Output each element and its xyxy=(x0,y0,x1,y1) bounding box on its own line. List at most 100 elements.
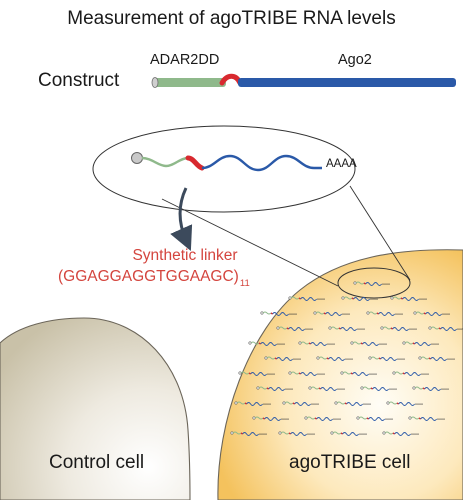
small-transcript-ago2 xyxy=(352,372,369,376)
small-transcript: AAAA xyxy=(350,341,387,346)
small-transcript-linker xyxy=(338,327,341,330)
small-transcript-adar xyxy=(410,416,420,420)
small-transcript-adar xyxy=(394,371,404,375)
small-transcript-adar xyxy=(310,386,320,390)
small-transcript: AAAA xyxy=(238,371,275,376)
small-transcript-ago2 xyxy=(294,402,311,406)
small-transcript: AAAA xyxy=(368,356,405,361)
ago2-domain xyxy=(238,78,456,87)
small-transcript: AAAA xyxy=(248,341,285,346)
small-transcript-ago2 xyxy=(288,327,305,331)
small-transcript-linker xyxy=(308,342,311,345)
small-transcript-polya: AAAA xyxy=(357,327,365,331)
small-transcript-adar xyxy=(300,341,310,345)
small-transcript-linker xyxy=(360,342,363,345)
small-transcript-ago2 xyxy=(392,327,409,331)
small-transcript: AAAA xyxy=(360,386,397,391)
small-transcript-ago2 xyxy=(430,357,447,361)
small-transcript-polya: AAAA xyxy=(293,357,301,361)
small-transcript-adar xyxy=(330,326,340,330)
small-transcript-ago2 xyxy=(353,297,370,301)
small-transcript-ago2 xyxy=(425,312,442,316)
small-transcript-ago2 xyxy=(346,402,363,406)
small-transcript-cap xyxy=(390,296,394,300)
adar2dd-label: ADAR2DD xyxy=(150,52,220,68)
small-transcript-linker xyxy=(270,312,273,315)
small-transcript: AAAA xyxy=(313,311,350,316)
transcript-linker-part xyxy=(185,155,205,171)
small-transcript-cap xyxy=(334,401,338,405)
small-transcript: AAAA xyxy=(298,341,335,346)
small-transcript-cap xyxy=(418,356,422,360)
small-transcript-adar xyxy=(415,311,425,315)
small-transcript-adar xyxy=(420,356,430,360)
small-transcript-polya: AAAA xyxy=(345,357,353,361)
small-transcript-adar xyxy=(404,341,414,345)
zoom-source-ellipse xyxy=(337,267,411,299)
small-transcript: AAAA xyxy=(392,371,429,376)
small-transcript-ago2 xyxy=(362,342,379,346)
figure-title: Measurement of agoTRIBE RNA levels xyxy=(67,8,396,29)
small-transcript: AAAA xyxy=(282,401,319,406)
construct-start-cap xyxy=(151,77,159,88)
small-transcript-polya: AAAA xyxy=(382,282,390,286)
zoom-ellipse xyxy=(92,125,356,213)
linker-sequence: (GGAGGAGGTGGAAGC)11 xyxy=(58,268,250,289)
small-transcript-ago2 xyxy=(402,297,419,301)
small-transcript-linker xyxy=(244,402,247,405)
small-transcript-ago2 xyxy=(242,432,259,436)
small-transcript-adar xyxy=(384,431,394,435)
small-transcript-ago2 xyxy=(342,432,359,436)
small-transcript: AAAA xyxy=(408,416,445,421)
small-transcript-polya: AAAA xyxy=(411,432,419,436)
small-transcript-adar xyxy=(284,401,294,405)
small-transcript: AAAA xyxy=(341,296,378,301)
small-transcript-ago2 xyxy=(268,387,285,391)
agotribe-cell-label: agoTRIBE cell xyxy=(289,452,411,473)
transcript-adar-part xyxy=(141,156,189,168)
small-transcript-linker xyxy=(340,432,343,435)
small-transcript: AAAA xyxy=(353,281,390,286)
small-transcript-polya: AAAA xyxy=(363,402,371,406)
small-transcript-adar xyxy=(414,386,424,390)
small-transcript-cap xyxy=(328,326,332,330)
small-transcript-adar xyxy=(358,416,368,420)
small-transcript: AAAA xyxy=(276,326,313,331)
small-transcript-linker xyxy=(248,372,251,375)
small-transcript-linker xyxy=(390,327,393,330)
small-transcript-cap xyxy=(234,401,238,405)
small-transcript-linker xyxy=(370,387,373,390)
small-transcript: AAAA xyxy=(418,356,455,361)
small-transcript-polya: AAAA xyxy=(267,372,275,376)
small-transcript-ago2 xyxy=(264,417,281,421)
small-transcript-polya: AAAA xyxy=(333,417,341,421)
small-transcript-polya: AAAA xyxy=(385,417,393,421)
small-transcript-polya: AAAA xyxy=(285,387,293,391)
transcript-cap xyxy=(131,152,143,164)
small-transcript-linker xyxy=(344,402,347,405)
small-transcript: AAAA xyxy=(328,326,365,331)
small-transcript-polya: AAAA xyxy=(421,372,429,376)
small-transcript-adar xyxy=(306,416,316,420)
small-transcript-cap xyxy=(353,281,357,285)
small-transcript-polya: AAAA xyxy=(397,357,405,361)
small-transcript-cap xyxy=(288,371,292,375)
small-transcript-polya: AAAA xyxy=(359,432,367,436)
small-transcript-adar xyxy=(315,311,325,315)
small-transcript: AAAA xyxy=(264,356,301,361)
small-transcript-linker xyxy=(266,387,269,390)
linker-repeat-count: 11 xyxy=(239,278,250,289)
small-transcript-adar xyxy=(352,341,362,345)
small-transcript: AAAA xyxy=(356,416,393,421)
small-transcript-cap xyxy=(298,341,302,345)
small-transcript-cap xyxy=(288,296,292,300)
small-transcript-polya: AAAA xyxy=(442,312,450,316)
small-transcript-cap xyxy=(276,326,280,330)
small-transcript: AAAA xyxy=(340,371,377,376)
small-transcript-ago2 xyxy=(300,372,317,376)
construct-bar xyxy=(151,73,456,88)
small-transcript: AAAA xyxy=(402,341,439,346)
small-transcript-adar xyxy=(280,431,290,435)
small-transcript-polya: AAAA xyxy=(395,312,403,316)
small-transcript-adar xyxy=(336,401,346,405)
